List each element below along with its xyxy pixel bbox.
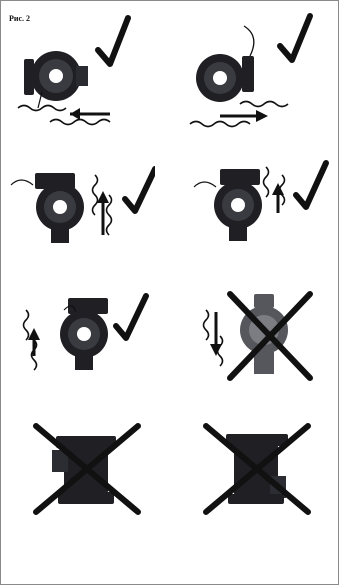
figure-motor-down-not-ok (200, 420, 339, 525)
figure-motor-up-not-ok (30, 420, 180, 525)
figure-vertical-down-not-ok (200, 290, 339, 395)
figure-horizontal-right-ok (180, 12, 330, 117)
figure-vertical-up-motor-left-ok (5, 155, 155, 260)
figure-vertical-up-motor-left-2-ok (20, 290, 170, 395)
figure-horizontal-left-ok (10, 12, 160, 117)
figure-vertical-up-motor-right-ok (180, 155, 330, 260)
